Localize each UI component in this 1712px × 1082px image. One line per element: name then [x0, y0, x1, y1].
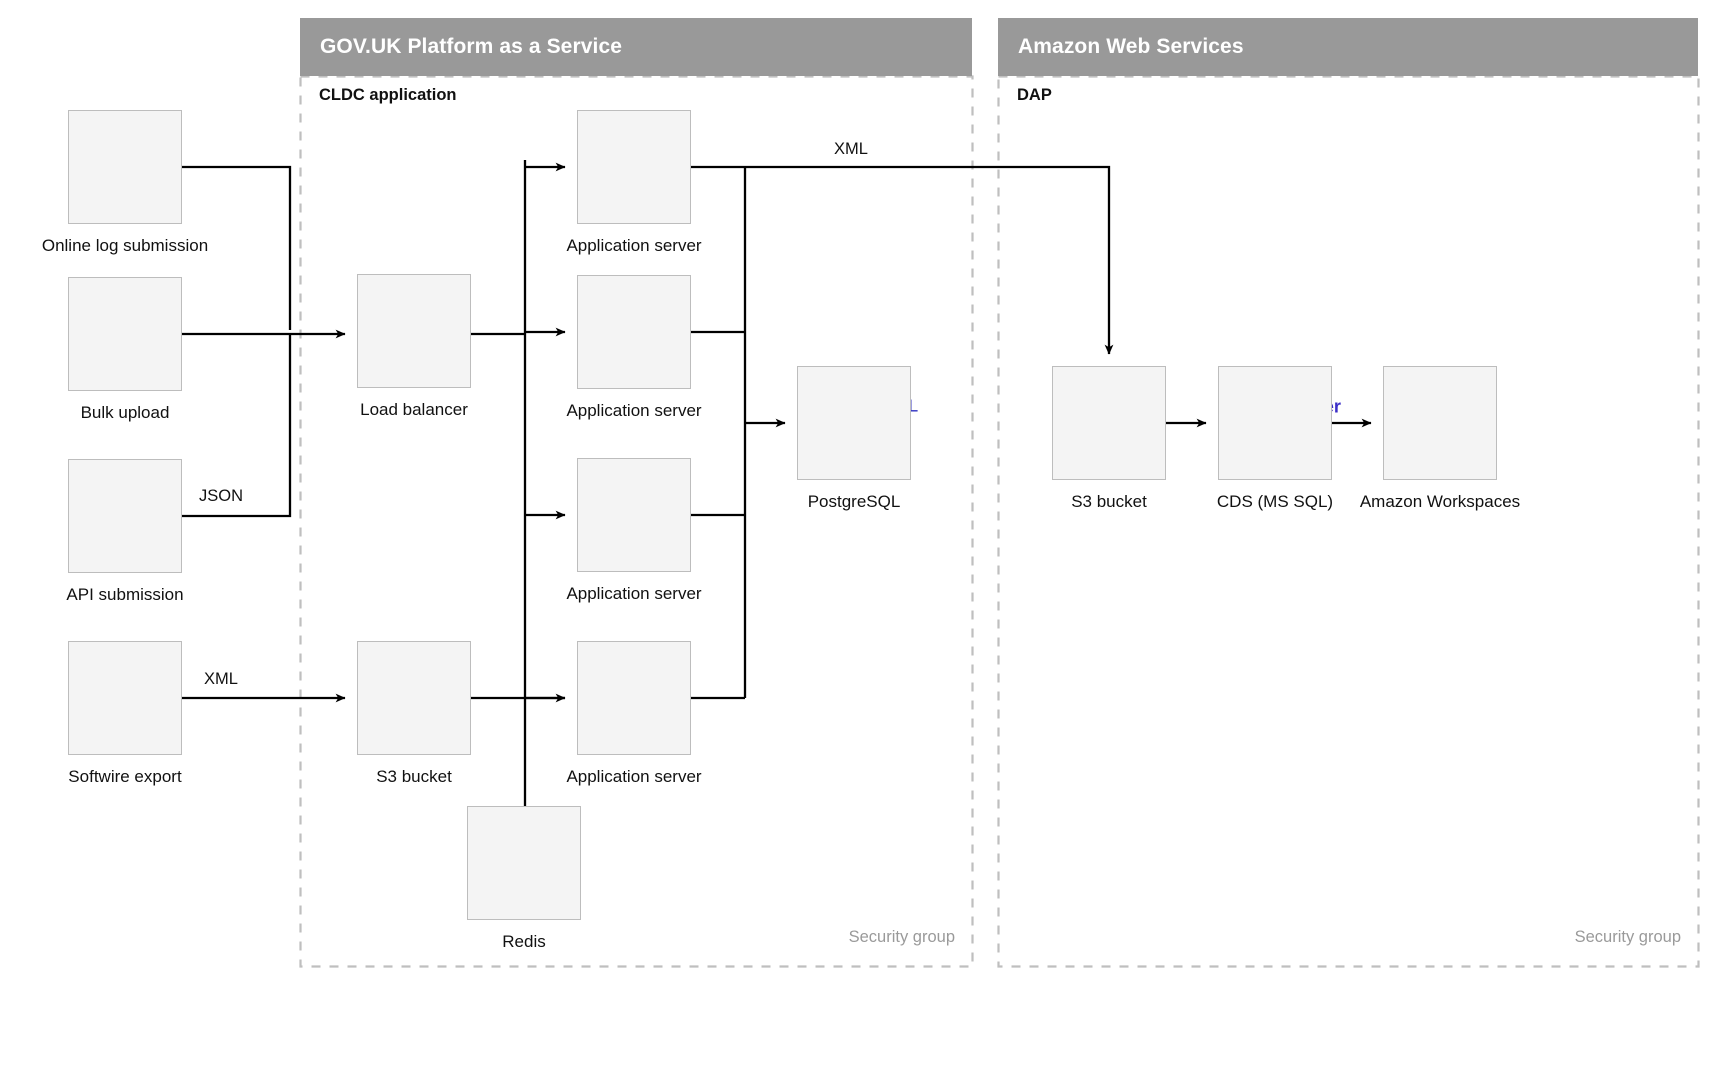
node-caption: CDS (MS SQL)	[1216, 492, 1334, 511]
node-bulk-upload[interactable]: Bulk upload	[68, 277, 182, 422]
node-s3-paas[interactable]: S3 bucket	[357, 641, 471, 786]
node-icon-tile	[577, 641, 691, 755]
node-caption: Online log submission	[41, 236, 209, 255]
node-caption: S3 bucket	[1071, 492, 1147, 511]
node-caption: Load balancer	[360, 400, 468, 419]
zone-header-paas: GOV.UK Platform as a Service	[300, 18, 972, 76]
node-icon-tile	[577, 275, 691, 389]
node-icon-tile	[357, 274, 471, 388]
edge-label-xml-left-label: XML	[204, 670, 238, 688]
node-icon-tile	[467, 806, 581, 920]
zone-title: GOV.UK Platform as a Service	[320, 35, 622, 58]
zone-header-aws: Amazon Web Services	[998, 18, 1698, 76]
node-caption: Redis	[502, 932, 546, 951]
edge-label-json-label: JSON	[198, 487, 244, 505]
node-icon-tile	[1218, 366, 1332, 480]
node-api-submission[interactable]: API submission	[66, 459, 184, 604]
node-softwire-export[interactable]: Softwire export	[68, 641, 182, 786]
node-icon-tile	[68, 641, 182, 755]
connector-lines	[182, 160, 1372, 806]
node-online-log[interactable]: Online log submission	[42, 110, 208, 255]
zone-title: Amazon Web Services	[1018, 35, 1244, 58]
node-postgresql[interactable]: PostgreSQL	[797, 366, 911, 511]
node-icon-tile	[68, 110, 182, 224]
node-icon-tile	[797, 366, 911, 480]
node-icon-tile	[68, 459, 182, 573]
node-s3-aws[interactable]: S3 bucket	[1052, 366, 1166, 511]
node-caption: S3 bucket	[376, 767, 452, 786]
node-amazon-workspaces[interactable]: Amazon Workspaces	[1360, 366, 1520, 511]
node-app-server-3[interactable]: Application server	[566, 458, 702, 603]
node-app-server-4[interactable]: Application server	[566, 641, 702, 786]
node-icon-tile	[357, 641, 471, 755]
security-group-label-paas: Security group	[848, 928, 955, 946]
node-icon-tile	[1052, 366, 1166, 480]
edge-label-xml-top-label: XML	[834, 140, 868, 158]
node-caption: Application server	[566, 236, 702, 255]
node-caption: Application server	[566, 401, 702, 420]
node-icon-tile	[1383, 366, 1497, 480]
node-caption: Application server	[566, 767, 702, 786]
node-caption: Amazon Workspaces	[1359, 492, 1521, 511]
node-caption: Softwire export	[68, 767, 182, 786]
security-group-outline	[997, 75, 1700, 968]
node-load-balancer[interactable]: Load balancer	[357, 274, 471, 419]
node-caption: Application server	[566, 584, 702, 603]
security-group-label-aws: Security group	[1574, 928, 1681, 946]
node-app-server-2[interactable]: Application server	[566, 275, 702, 420]
node-icon-tile	[577, 110, 691, 224]
node-caption: API submission	[66, 585, 184, 604]
group-label-paas: CLDC application	[319, 86, 457, 104]
security-group-outline	[299, 75, 974, 968]
node-cds-mssql[interactable]: CDS (MS SQL)	[1217, 366, 1333, 511]
dashed-security-zones	[299, 75, 1700, 968]
node-redis[interactable]: Redis	[467, 806, 581, 951]
group-label-aws: DAP	[1017, 86, 1052, 104]
node-caption: Bulk upload	[80, 403, 170, 422]
node-icon-tile	[577, 458, 691, 572]
node-icon-tile	[68, 277, 182, 391]
node-caption: PostgreSQL	[807, 492, 901, 511]
node-app-server-1[interactable]: Application server	[566, 110, 702, 255]
